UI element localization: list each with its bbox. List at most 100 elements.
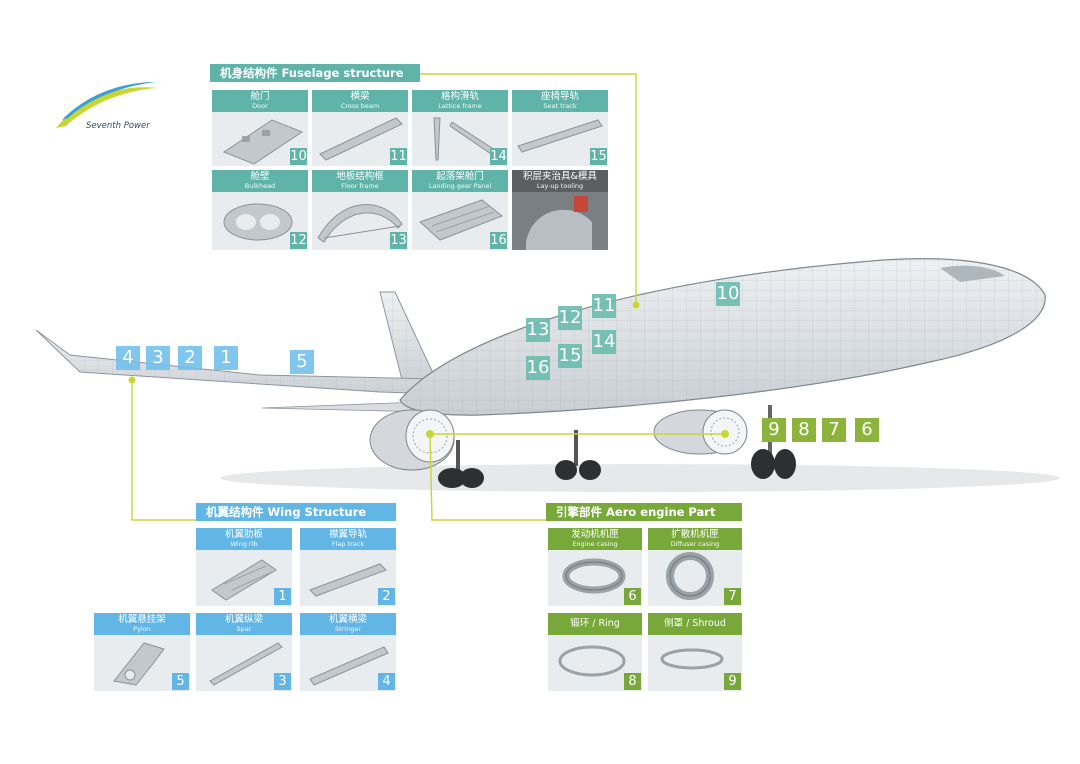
card-number: 5 [172, 673, 189, 690]
brand-name: Seventh Power [86, 121, 150, 131]
card-number: 3 [274, 673, 291, 690]
ring-part-icon [558, 645, 626, 677]
plane-label-fuselage-13: 13 [526, 318, 550, 342]
plane-label-engine-8: 8 [792, 418, 816, 442]
card-label-zh: 舱门 [250, 91, 270, 102]
shroud-part-icon [660, 648, 724, 670]
spar-part-icon [209, 642, 283, 686]
fuselage-title: 机身结构件 Fuselage structure [210, 64, 420, 82]
card-label-zh: 机翼横梁 [328, 614, 367, 625]
floor-frame-part-icon [317, 204, 403, 243]
card-label-zh: 积层夹治具&模具 [523, 171, 597, 182]
card-label-en: Cross beam [340, 102, 380, 110]
card-label-zh: 起落架舱门 [436, 171, 484, 182]
engine-card-shroud: 侧罩 / Shroud 9 [648, 613, 742, 691]
bulkhead-part-icon [223, 203, 293, 241]
card-label-en: Bulkhead [244, 182, 276, 190]
card-label-zh: 扩散机机匣 [671, 529, 719, 540]
plane-label-wing-1: 1 [214, 346, 238, 370]
card-label-zh: 舱壁 [250, 171, 270, 182]
door-part-icon [222, 119, 304, 165]
card-number: 14 [490, 148, 507, 165]
engine-card-ring: 锻环 / Ring 8 [548, 613, 642, 691]
card-label-zh: 座椅导轨 [540, 91, 579, 102]
card-number: 16 [490, 232, 507, 249]
card-label-en: Floor frame [341, 182, 379, 190]
seventh-power-logo [56, 82, 157, 128]
plane-label-engine-9: 9 [762, 418, 786, 442]
card-number: 7 [724, 588, 741, 605]
card-label-zh: 侧罩 / Shroud [664, 618, 726, 629]
card-number: 1 [274, 588, 291, 605]
plane-label-fuselage-16: 16 [526, 356, 550, 380]
tooling-photo [512, 192, 608, 250]
pylon-part-icon [113, 642, 165, 686]
wing-title: 机翼结构件 Wing Structure [196, 503, 396, 521]
card-number: 11 [390, 148, 407, 165]
card-label-zh: 机翼纵梁 [224, 614, 263, 625]
diffuser-casing-part-icon [666, 552, 714, 600]
card-label-zh: 锻环 / Ring [570, 618, 620, 629]
card-label-en: Flap track [331, 540, 365, 548]
card-number: 8 [624, 673, 641, 690]
card-number: 2 [378, 588, 395, 605]
card-label-en: Lay-up tooling [536, 182, 584, 190]
engine-casing-part-icon [562, 558, 626, 594]
plane-label-engine-7: 7 [822, 418, 846, 442]
card-label-en: Engine casing [572, 540, 618, 548]
card-number: 9 [724, 673, 741, 690]
seat-track-part-icon [517, 119, 603, 153]
landing-gear-panel-part-icon [419, 199, 503, 241]
flap-track-part-icon [309, 563, 387, 597]
plane-label-wing-4: 4 [116, 346, 140, 370]
card-label-en: Seat track [543, 102, 577, 110]
card-label-zh: 格构滑轨 [440, 91, 479, 102]
plane-label-wing-2: 2 [178, 346, 202, 370]
card-number: 13 [390, 232, 407, 249]
card-label-en: Spar [236, 625, 252, 633]
engine-title: 引擎部件 Aero engine Part [546, 503, 742, 521]
card-label-en: Lattice frame [438, 102, 482, 110]
plane-label-fuselage-11: 11 [592, 294, 616, 318]
card-label-en: Diffuser casing [670, 540, 720, 548]
card-label-zh: 地板结构框 [336, 171, 384, 182]
card-label-zh: 机翼悬挂架 [118, 614, 166, 625]
wing-rib-part-icon [211, 559, 277, 601]
cross-beam-part-icon [319, 117, 403, 161]
stringer-part-icon [309, 646, 389, 686]
card-number: 12 [290, 232, 307, 249]
card-label-zh: 发动机机匣 [571, 529, 619, 540]
plane-label-fuselage-14: 14 [592, 330, 616, 354]
card-number: 4 [378, 673, 395, 690]
card-label-en: Door [252, 102, 268, 110]
plane-label-fuselage-12: 12 [558, 306, 582, 330]
card-label-en: Stringer [334, 625, 362, 633]
card-number: 10 [290, 148, 307, 165]
card-label-zh: 襟翼导轨 [328, 529, 367, 540]
card-label-zh: 横梁 [350, 91, 370, 102]
card-label-zh: 机翼肋板 [224, 529, 263, 540]
card-label-en: Wing rib [230, 540, 258, 548]
plane-label-fuselage-10: 10 [716, 282, 740, 306]
lattice-frame-part-icon [433, 117, 499, 161]
card-number: 15 [590, 148, 607, 165]
plane-label-wing-3: 3 [146, 346, 170, 370]
